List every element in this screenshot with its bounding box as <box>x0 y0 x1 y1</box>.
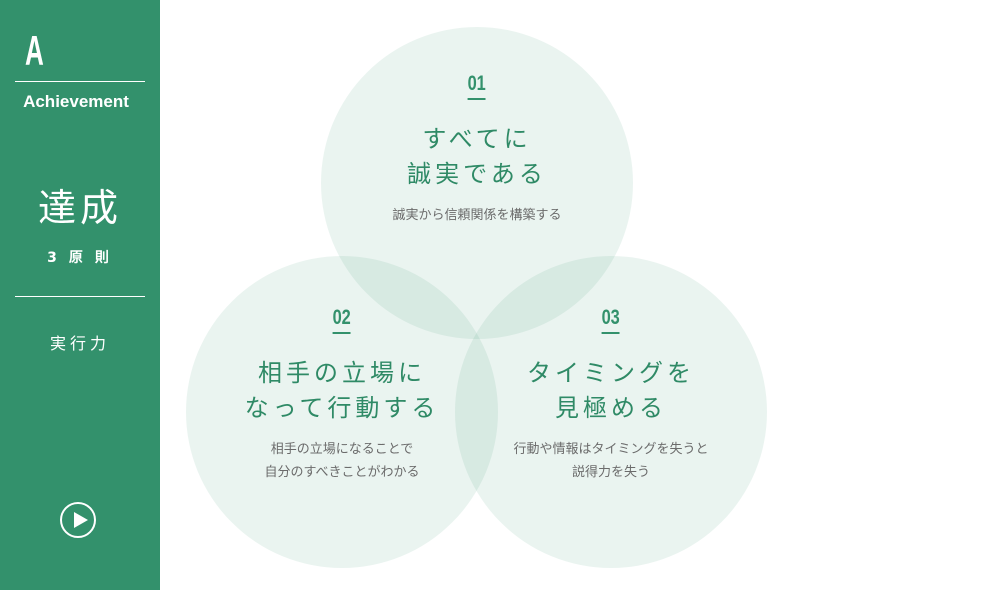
sidebar-item-execution[interactable]: 実行力 <box>49 334 110 353</box>
principle-circle-3 <box>455 256 767 568</box>
heading-line: 相手の立場に <box>258 359 426 387</box>
desc-line: 相手の立場になることで <box>270 442 414 457</box>
desc-line: 行動や情報はタイミングを失うと <box>513 442 709 457</box>
divider <box>15 296 145 297</box>
heading-line: タイミングを <box>527 359 695 387</box>
sidebar-subtitle: 3原則 <box>47 250 121 266</box>
principle-heading: タイミングを 見極める <box>461 356 761 426</box>
principle-description: 誠実から信頼関係を構築する <box>327 204 627 227</box>
heading-line: すべてに <box>422 125 532 153</box>
principle-description: 相手の立場になることで 自分のすべきことがわかる <box>192 438 492 484</box>
principle-2: 02 相手の立場に なって行動する 相手の立場になることで 自分のすべきことがわ… <box>192 307 492 484</box>
principle-description: 行動や情報はタイミングを失うと 説得力を失う <box>461 438 761 484</box>
sidebar-letter: A <box>25 27 44 74</box>
principle-heading: すべてに 誠実である <box>327 122 627 192</box>
sidebar: A Achievement 達成 3原則 実行力 <box>0 0 160 590</box>
principle-heading: 相手の立場に なって行動する <box>192 356 492 426</box>
heading-line: 見極める <box>555 394 667 422</box>
desc-line: 誠実から信頼関係を構築する <box>392 208 562 223</box>
principle-number: 03 <box>601 307 621 334</box>
principle-number: 01 <box>467 73 487 100</box>
principle-circle-1 <box>321 27 633 339</box>
heading-line: 誠実である <box>407 160 547 188</box>
principle-3: 03 タイミングを 見極める 行動や情報はタイミングを失うと 説得力を失う <box>461 307 761 484</box>
principle-number: 02 <box>332 307 352 334</box>
principle-circle-2 <box>186 256 498 568</box>
principle-1: 01 すべてに 誠実である 誠実から信頼関係を構築する <box>327 73 627 227</box>
play-circle-icon[interactable] <box>60 502 96 538</box>
desc-line: 自分のすべきことがわかる <box>264 465 420 480</box>
heading-line: なって行動する <box>244 394 440 422</box>
sidebar-word: Achievement <box>23 92 129 111</box>
divider <box>15 81 145 82</box>
sidebar-title: 達成 <box>37 186 122 230</box>
desc-line: 説得力を失う <box>571 465 650 480</box>
